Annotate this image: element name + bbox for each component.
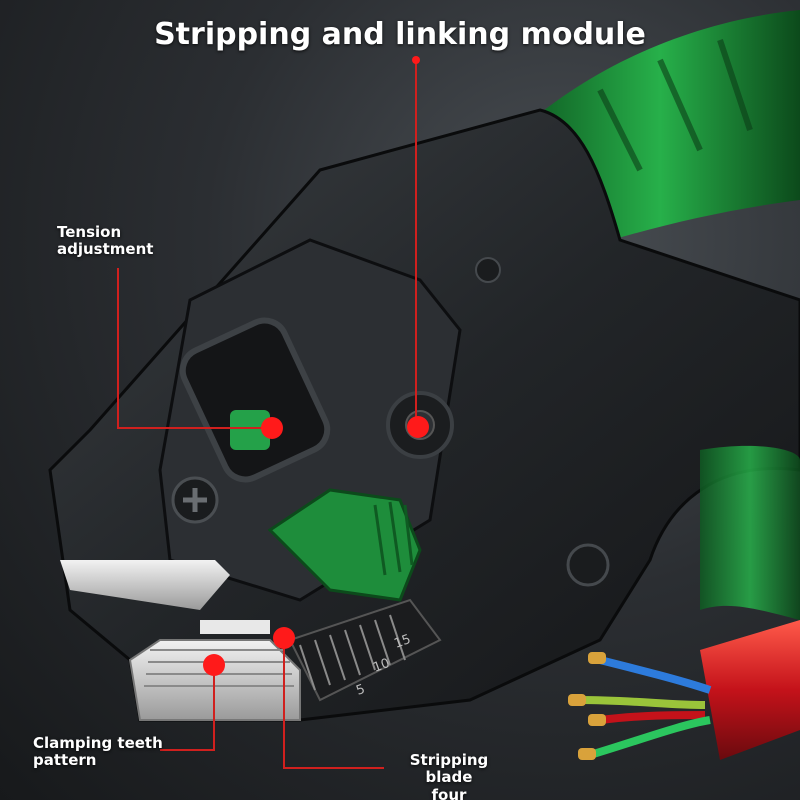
callout-text: Tension <box>57 223 122 241</box>
pivot-dot <box>407 416 429 438</box>
callout-label-tension: Tension adjustment <box>57 223 154 259</box>
callout-text: pattern <box>33 751 97 770</box>
scale-mark-10: 10 <box>371 656 392 676</box>
callout-lines <box>117 62 417 769</box>
upper-jaw <box>60 560 230 610</box>
callout-text: Clamping teeth <box>33 734 163 752</box>
green-module <box>267 488 422 602</box>
callout-text: Stripping blade <box>409 751 489 787</box>
green-handle-bottom <box>700 445 800 620</box>
page-title: Stripping and linking module <box>154 17 646 52</box>
red-cable <box>700 620 800 760</box>
callout-label-clamping: Clamping teeth pattern <box>33 734 163 770</box>
scale-mark-15: 15 <box>392 632 413 652</box>
blade-dot <box>273 627 295 649</box>
blade-bar <box>200 620 270 634</box>
callout-text: adjustment <box>57 240 154 259</box>
clamping-dot <box>203 654 225 676</box>
tension-window <box>179 317 331 483</box>
callout-label-stripping: Stripping blade four <box>384 751 514 800</box>
tension-knob <box>230 410 270 450</box>
tension-dot <box>261 417 283 439</box>
callout-dots <box>203 56 429 676</box>
callout-text: four <box>431 785 467 800</box>
